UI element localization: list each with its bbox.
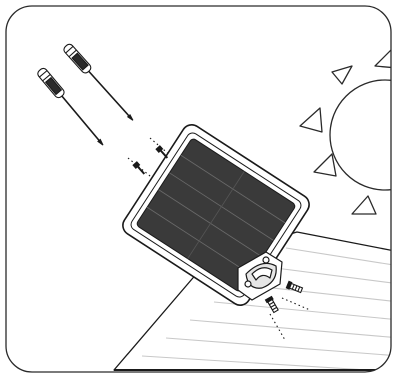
screwdriver-icon <box>62 43 136 124</box>
screw-icon <box>133 162 146 176</box>
sun-icon <box>300 48 397 214</box>
